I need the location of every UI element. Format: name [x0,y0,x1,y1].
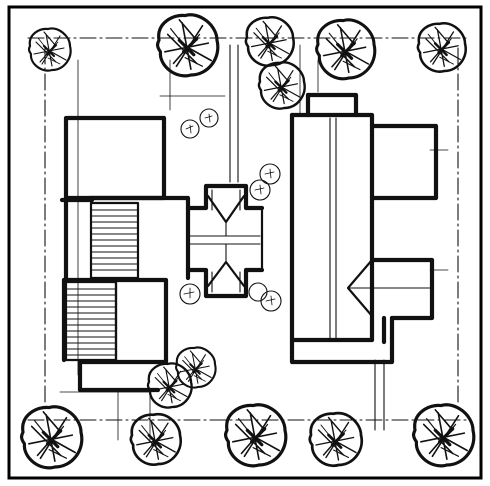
tree-icon [129,412,183,467]
tree-icon [155,13,220,78]
tree-icon [411,403,476,468]
stair-upper [89,201,140,280]
tree-icon [257,61,306,110]
tree-icon [308,411,364,468]
shrub-icon [249,179,271,201]
stair-lower [64,280,118,362]
entry-connector [185,183,265,299]
tree-icon [223,403,288,468]
tree-icon [315,18,377,81]
tree-icon [244,15,295,67]
shrub-icon [199,108,219,128]
building-left-upper-block [63,115,167,201]
canopy-trees [19,13,476,470]
tree-icon [416,21,467,73]
shrub-icon [248,282,282,312]
building-left [59,115,191,393]
shrubs [179,108,282,312]
shrub-icon [179,283,201,305]
drawing-frame [7,5,483,480]
shrub-icon [180,119,200,139]
tree-icon [27,27,72,72]
property-lines [27,37,471,421]
setback-lines [59,44,449,441]
building-right [289,92,439,365]
shrub-icon [259,163,281,185]
tree-icon [19,405,84,470]
